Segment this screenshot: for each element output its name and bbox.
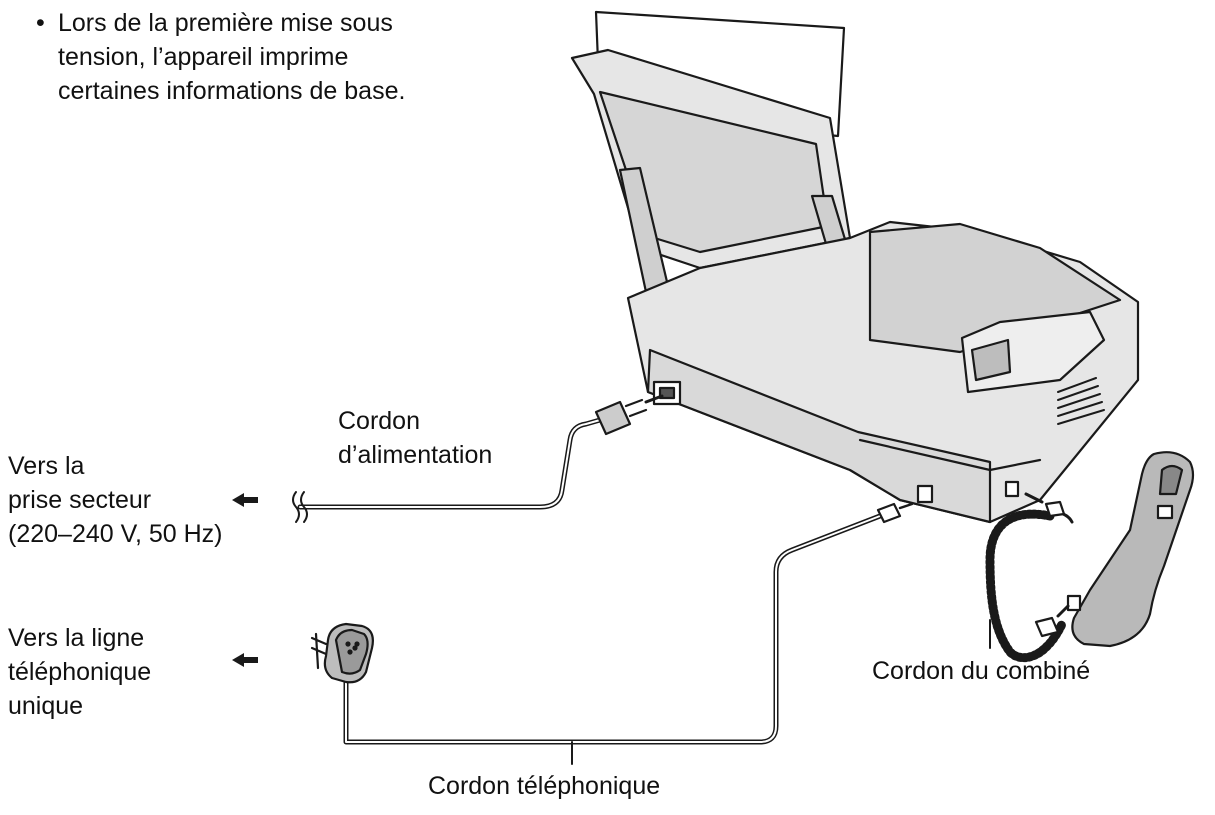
intro-line-3: certaines informations de base. (58, 77, 406, 105)
handset-icon (1066, 451, 1195, 648)
phone-line-label-line-3: unique (8, 692, 84, 720)
power-cord-label-line-2: d’alimentation (338, 441, 493, 469)
mains-outlet-label-line-2: prise secteur (8, 486, 152, 514)
handset-cord-label: Cordon du combiné (872, 657, 1091, 685)
power-cord-label: Cordon d’alimentation (338, 404, 492, 472)
fax-machine-icon (570, 48, 1140, 524)
phone-line-label-line-1: Vers la ligne (8, 624, 145, 652)
mains-outlet-label-line-1: Vers la (8, 452, 85, 480)
power-cord (292, 394, 664, 523)
mains-outlet-label-line-3: (220–240 V, 50 Hz) (8, 520, 223, 548)
phone-line-label-line-2: téléphonique (8, 658, 152, 686)
intro-line-2: tension, l’appareil imprime (58, 43, 349, 71)
intro-bullet: • (36, 9, 45, 37)
handset-cord (985, 492, 1074, 663)
phone-line-adapter-icon (310, 622, 374, 684)
power-cord-label-line-1: Cordon (338, 407, 420, 435)
intro-text: Lors de la première mise sous tension, l… (58, 6, 405, 108)
arrow-left-icon (232, 493, 258, 667)
phone-cord-label: Cordon téléphonique (428, 772, 661, 800)
phone-line-label: Vers la ligne téléphonique unique (8, 621, 151, 723)
phone-cord (343, 502, 914, 765)
intro-line-1: Lors de la première mise sous (58, 9, 393, 37)
mains-outlet-label: Vers la prise secteur (220–240 V, 50 Hz) (8, 449, 223, 551)
